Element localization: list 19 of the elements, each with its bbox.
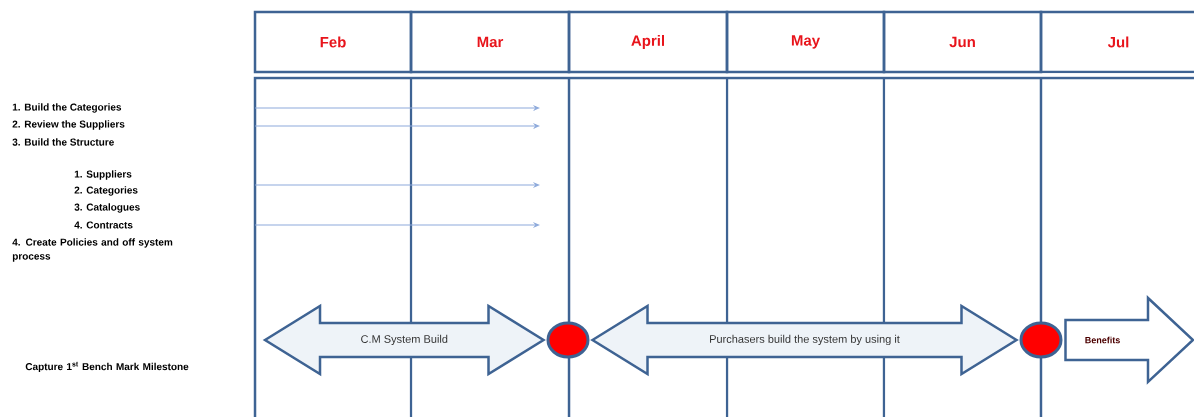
month-header-cell: May: [725, 10, 886, 74]
milestone-dot: [1019, 321, 1063, 359]
edge-label: Benefits: [1083, 335, 1122, 345]
month-header-cell: Jun: [882, 10, 1043, 74]
list-item: 1. Build the Categories: [12, 103, 122, 113]
month-header-cell: Jul: [1039, 10, 1194, 74]
month-header-cell: April: [567, 10, 729, 74]
month-header-cell: Mar: [409, 10, 571, 74]
list-item: 2. Categories: [74, 186, 138, 196]
list-item: 3. Build the Structure: [12, 138, 114, 146]
list-item: 4. Create Policies and off system process: [12, 238, 173, 262]
list-item: 2. Review the Suppliers: [12, 120, 125, 130]
month-header-cell: Feb: [253, 10, 413, 74]
milestone-note: Capture 1$^{st}$ Bench Mark Milestone: [25, 361, 189, 373]
block-arrow: [1064, 295, 1194, 385]
milestone-dot: [546, 321, 590, 359]
list-item: 1. Suppliers: [74, 170, 132, 180]
list-item: 3. Catalogues: [74, 203, 140, 213]
list-item: 4. Contracts: [74, 221, 133, 229]
